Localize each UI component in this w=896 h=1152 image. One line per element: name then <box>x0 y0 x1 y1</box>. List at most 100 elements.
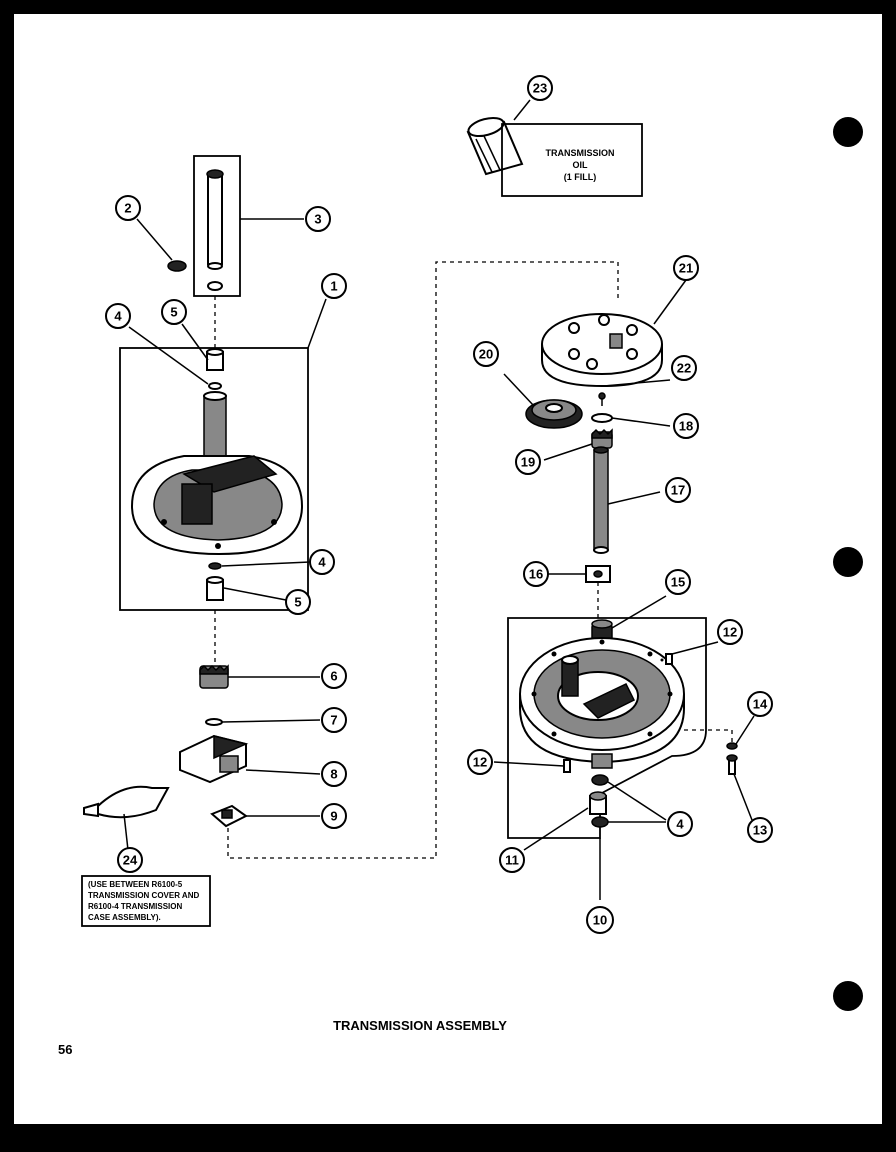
thrust-washer <box>591 413 613 423</box>
case-oring-upper <box>591 774 609 786</box>
svg-text:8: 8 <box>330 767 337 782</box>
oring-bottom <box>208 562 222 570</box>
retaining-ring <box>167 260 187 272</box>
case-screw-lower <box>563 759 571 773</box>
callout-23: 23 <box>527 75 553 101</box>
callout-14: 14 <box>747 691 773 717</box>
page-title: TRANSMISSION ASSEMBLY <box>333 1018 507 1033</box>
svg-text:11: 11 <box>505 853 519 868</box>
binder-hole-top <box>833 117 863 147</box>
callout-4-top: 4 <box>105 303 131 329</box>
callout-21: 21 <box>673 255 699 281</box>
callout-17: 17 <box>665 477 691 503</box>
svg-text:12: 12 <box>723 625 737 640</box>
spacer-washer <box>205 718 223 726</box>
oring-top <box>208 382 222 390</box>
svg-text:1: 1 <box>330 279 337 294</box>
oil-label-line1: TRANSMISSION <box>545 148 614 158</box>
case-oring-lower <box>591 816 609 828</box>
grease-packet <box>83 785 170 819</box>
svg-text:7: 7 <box>330 713 337 728</box>
svg-text:17: 17 <box>671 483 685 498</box>
slider-block <box>585 565 611 583</box>
drive-shaft <box>593 446 609 554</box>
screw-guide-line <box>684 729 733 744</box>
shifter-fork <box>179 734 249 784</box>
pinion-gear <box>199 664 229 689</box>
callout-6: 6 <box>321 663 347 689</box>
gear-case-box <box>119 347 309 611</box>
note-line2: TRANSMISSION COVER AND <box>88 891 199 900</box>
note-box <box>81 875 211 927</box>
note-line3: R6100-4 TRANSMISSION <box>88 902 182 911</box>
transmission-exploded-diagram: TRANSMISSION OIL (1 FILL) <box>58 75 863 1057</box>
shaft-kit-box <box>193 155 241 297</box>
note-line4: CASE ASSEMBLY). <box>88 913 161 922</box>
callout-24: 24 <box>117 847 143 873</box>
svg-text:14: 14 <box>753 697 768 712</box>
pawl-block <box>210 804 248 828</box>
callout-7: 7 <box>321 707 347 733</box>
callout-8: 8 <box>321 761 347 787</box>
drive-pulley <box>541 313 663 388</box>
callout-4-bottom: 4 <box>309 549 335 575</box>
drive-pinion <box>591 428 613 449</box>
callout-10: 10 <box>586 906 614 934</box>
svg-text:16: 16 <box>529 567 543 582</box>
svg-text:2: 2 <box>124 201 131 216</box>
svg-text:3: 3 <box>314 212 321 227</box>
callout-9: 9 <box>321 803 347 829</box>
svg-text:12: 12 <box>473 755 487 770</box>
callout-16: 16 <box>523 561 549 587</box>
callout-19: 19 <box>515 449 541 475</box>
oil-label-line2: OIL <box>573 160 589 170</box>
shaft-washer <box>207 281 223 291</box>
assembly-guide-line <box>227 261 619 859</box>
svg-text:4: 4 <box>114 309 122 324</box>
gear-case-housing <box>130 391 304 556</box>
binder-hole-bottom <box>833 981 863 1011</box>
callout-12-upper: 12 <box>717 619 743 645</box>
callout-13: 13 <box>747 817 773 843</box>
oil-label-line3: (1 FILL) <box>564 172 597 182</box>
callout-15: 15 <box>665 569 691 595</box>
callout-22: 22 <box>671 355 697 381</box>
svg-text:20: 20 <box>479 347 493 362</box>
page-number: 56 <box>58 1042 72 1057</box>
mounting-screw <box>726 754 738 775</box>
callout-11: 11 <box>499 847 525 873</box>
case-bearing-lower <box>589 791 607 815</box>
oil-label-box <box>501 123 643 197</box>
bearing-top <box>206 348 224 371</box>
svg-text:18: 18 <box>679 419 693 434</box>
svg-text:15: 15 <box>671 575 685 590</box>
callout-3: 3 <box>305 206 331 232</box>
callout-2: 2 <box>115 195 141 221</box>
case-screw-upper <box>660 653 673 665</box>
svg-text:6: 6 <box>330 669 337 684</box>
callout-1: 1 <box>321 273 347 299</box>
svg-text:19: 19 <box>521 455 535 470</box>
note-line1: (USE BETWEEN R6100-5 <box>88 880 183 889</box>
svg-text:21: 21 <box>679 261 693 276</box>
svg-text:22: 22 <box>677 361 691 376</box>
callout-4-case: 4 <box>667 811 693 837</box>
svg-text:5: 5 <box>294 595 301 610</box>
callout-18: 18 <box>673 413 699 439</box>
svg-text:10: 10 <box>593 913 607 928</box>
callout-20: 20 <box>473 341 499 367</box>
svg-text:13: 13 <box>753 823 767 838</box>
agitator-shaft <box>206 169 224 270</box>
svg-text:9: 9 <box>330 809 337 824</box>
transmission-oil-can <box>466 116 524 176</box>
svg-text:23: 23 <box>533 81 547 96</box>
transmission-case <box>519 637 685 769</box>
drive-gear <box>525 399 583 429</box>
callout-5-top: 5 <box>161 299 187 325</box>
svg-text:5: 5 <box>170 305 177 320</box>
parts-diagram-page: TRANSMISSION OIL (1 FILL) <box>14 14 882 1124</box>
svg-text:4: 4 <box>318 555 326 570</box>
svg-text:4: 4 <box>676 817 684 832</box>
callout-12-lower: 12 <box>467 749 493 775</box>
binder-hole-middle <box>833 547 863 577</box>
